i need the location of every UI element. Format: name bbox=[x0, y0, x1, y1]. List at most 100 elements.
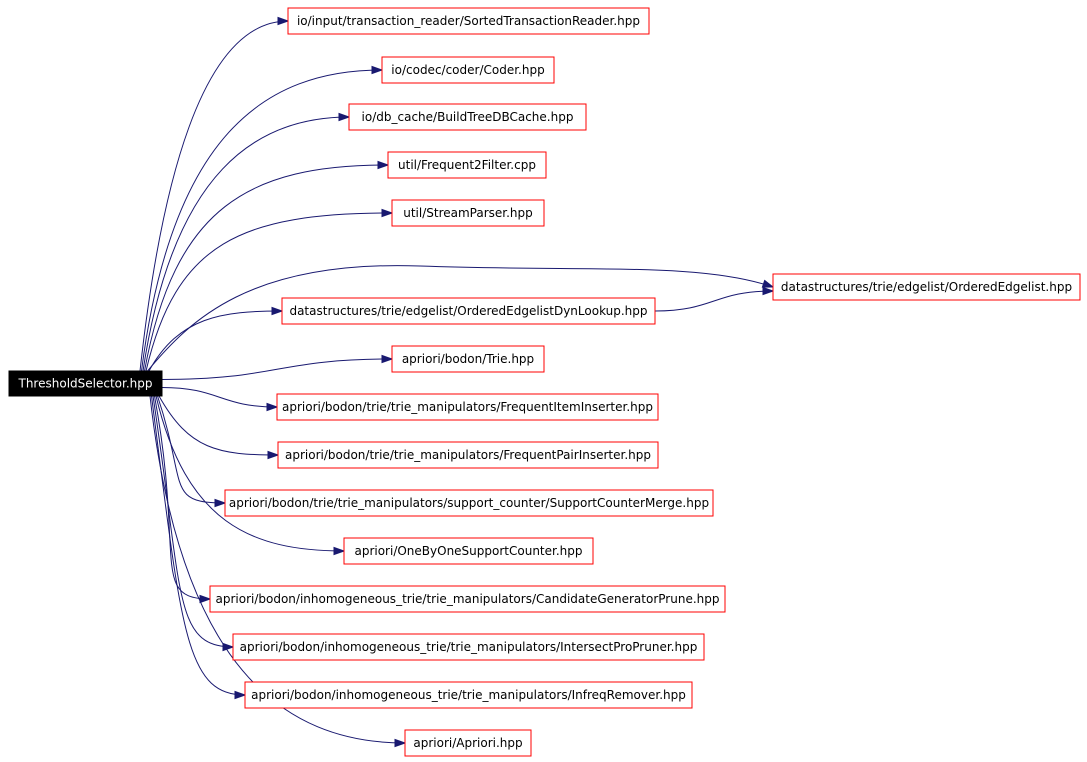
arrowhead bbox=[338, 112, 351, 122]
edge-threshold-selector-to-candidate-generator-prune bbox=[154, 395, 212, 604]
arrowhead bbox=[371, 65, 384, 75]
node-label: apriori/bodon/trie/trie_manipulators/sup… bbox=[229, 496, 709, 510]
node-infreq-remover[interactable]: apriori/bodon/inhomogeneous_trie/trie_ma… bbox=[244, 681, 693, 709]
edge-line bbox=[654, 290, 774, 312]
node-label: apriori/bodon/inhomogeneous_trie/trie_ma… bbox=[216, 592, 720, 606]
arrowhead bbox=[266, 402, 279, 412]
edge-threshold-selector-to-ordered-edgelist bbox=[147, 265, 775, 372]
root-node: ThresholdSelector.hpp bbox=[8, 370, 163, 397]
edge-line bbox=[157, 395, 226, 504]
arrowhead bbox=[214, 498, 227, 508]
arrowhead bbox=[333, 546, 346, 556]
edge-line bbox=[152, 395, 234, 648]
edge-threshold-selector-to-build-tree-dbcache bbox=[142, 112, 351, 372]
edge-threshold-selector-to-stream-parser bbox=[145, 208, 394, 372]
edge-ordered-edgelist-dyn-lookup-to-ordered-edgelist bbox=[654, 286, 775, 312]
node-box bbox=[391, 199, 545, 227]
node-label: apriori/OneByOneSupportCounter.hpp bbox=[354, 544, 582, 558]
edge-threshold-selector-to-trie bbox=[161, 354, 394, 380]
node-label: apriori/bodon/trie/trie_manipulators/Fre… bbox=[285, 448, 651, 462]
arrowhead bbox=[381, 208, 394, 218]
edge-line bbox=[141, 69, 383, 372]
node-one-by-one-support-counter[interactable]: apriori/OneByOneSupportCounter.hpp bbox=[343, 537, 594, 565]
edge-threshold-selector-to-one-by-one-support-counter bbox=[155, 395, 346, 556]
node-stream-parser[interactable]: util/StreamParser.hpp bbox=[391, 199, 545, 227]
edge-line bbox=[144, 164, 389, 372]
edge-line bbox=[151, 395, 246, 696]
node-box bbox=[348, 103, 587, 131]
node-build-tree-dbcache[interactable]: io/db_cache/BuildTreeDBCache.hpp bbox=[348, 103, 587, 131]
edge-line bbox=[139, 20, 289, 372]
root-node-box bbox=[8, 370, 163, 397]
node-candidate-generator-prune[interactable]: apriori/bodon/inhomogeneous_trie/trie_ma… bbox=[209, 585, 726, 613]
arrowhead bbox=[199, 594, 212, 604]
node-label: io/input/transaction_reader/SortedTransa… bbox=[297, 14, 640, 28]
edge-threshold-selector-to-infreq-remover bbox=[151, 395, 247, 700]
node-label: apriori/bodon/inhomogeneous_trie/trie_ma… bbox=[251, 688, 686, 702]
edge-threshold-selector-to-intersect-pro-pruner bbox=[152, 395, 235, 652]
node-box bbox=[277, 441, 659, 469]
edge-line bbox=[147, 265, 774, 372]
arrowhead bbox=[277, 16, 290, 26]
arrowhead bbox=[222, 642, 235, 652]
node-label: apriori/bodon/inhomogeneous_trie/trie_ma… bbox=[240, 640, 698, 654]
arrowhead bbox=[377, 160, 390, 170]
edge-threshold-selector-to-frequent2-filter bbox=[144, 160, 390, 372]
node-intersect-pro-pruner[interactable]: apriori/bodon/inhomogeneous_trie/trie_ma… bbox=[232, 633, 705, 661]
node-sorted-transaction-reader[interactable]: io/input/transaction_reader/SortedTransa… bbox=[287, 7, 650, 35]
edge-threshold-selector-to-apriori bbox=[149, 395, 407, 748]
node-box bbox=[772, 273, 1081, 301]
node-box bbox=[287, 7, 650, 35]
node-ordered-edgelist-dyn-lookup[interactable]: datastructures/trie/edgelist/OrderedEdge… bbox=[281, 297, 656, 325]
node-frequent2-filter[interactable]: util/Frequent2Filter.cpp bbox=[387, 151, 547, 179]
node-box bbox=[343, 537, 594, 565]
node-box bbox=[387, 151, 547, 179]
edges-layer bbox=[139, 16, 775, 748]
root-node-label: ThresholdSelector.hpp bbox=[18, 377, 153, 391]
node-coder[interactable]: io/codec/coder/Coder.hpp bbox=[381, 56, 555, 84]
arrowhead bbox=[761, 279, 775, 288]
node-box bbox=[276, 393, 659, 421]
node-frequent-item-inserter[interactable]: apriori/bodon/trie/trie_manipulators/Fre… bbox=[276, 393, 659, 421]
arrowhead bbox=[234, 690, 247, 700]
arrowhead bbox=[762, 286, 775, 296]
node-label: io/db_cache/BuildTreeDBCache.hpp bbox=[362, 110, 574, 124]
node-label: apriori/bodon/trie/trie_manipulators/Fre… bbox=[282, 400, 653, 414]
edge-line bbox=[161, 387, 278, 408]
arrowhead bbox=[271, 306, 284, 316]
node-label: apriori/Apriori.hpp bbox=[413, 736, 522, 750]
arrowhead bbox=[267, 450, 280, 460]
node-label: apriori/bodon/Trie.hpp bbox=[402, 352, 534, 366]
node-box bbox=[381, 56, 555, 84]
edge-line bbox=[155, 395, 345, 552]
node-box bbox=[391, 345, 545, 373]
edge-threshold-selector-to-frequent-pair-inserter bbox=[158, 395, 280, 460]
edge-line bbox=[142, 116, 350, 372]
node-box bbox=[404, 729, 532, 757]
node-apriori[interactable]: apriori/Apriori.hpp bbox=[404, 729, 532, 757]
node-label: datastructures/trie/edgelist/OrderedEdge… bbox=[289, 304, 647, 318]
node-box bbox=[244, 681, 693, 709]
edge-line bbox=[149, 395, 406, 744]
edge-line bbox=[145, 212, 393, 372]
node-trie[interactable]: apriori/bodon/Trie.hpp bbox=[391, 345, 545, 373]
node-box bbox=[232, 633, 705, 661]
node-support-counter-merge[interactable]: apriori/bodon/trie/trie_manipulators/sup… bbox=[224, 489, 714, 517]
edge-line bbox=[158, 395, 279, 456]
edge-line bbox=[161, 358, 393, 380]
edge-line bbox=[154, 395, 211, 600]
node-label: util/StreamParser.hpp bbox=[403, 206, 533, 220]
node-label: io/codec/coder/Coder.hpp bbox=[391, 63, 544, 77]
edge-threshold-selector-to-sorted-transaction-reader bbox=[139, 16, 290, 372]
node-box bbox=[281, 297, 656, 325]
edge-line bbox=[148, 310, 283, 372]
node-ordered-edgelist[interactable]: datastructures/trie/edgelist/OrderedEdge… bbox=[772, 273, 1081, 301]
node-frequent-pair-inserter[interactable]: apriori/bodon/trie/trie_manipulators/Fre… bbox=[277, 441, 659, 469]
arrowhead bbox=[381, 354, 394, 364]
edge-threshold-selector-to-ordered-edgelist-dyn-lookup bbox=[148, 306, 284, 372]
nodes-layer: ThresholdSelector.hpp io/input/transactio… bbox=[8, 7, 1081, 757]
edge-threshold-selector-to-support-counter-merge bbox=[157, 395, 227, 508]
node-label: datastructures/trie/edgelist/OrderedEdge… bbox=[781, 280, 1072, 294]
edge-threshold-selector-to-frequent-item-inserter bbox=[161, 387, 279, 412]
